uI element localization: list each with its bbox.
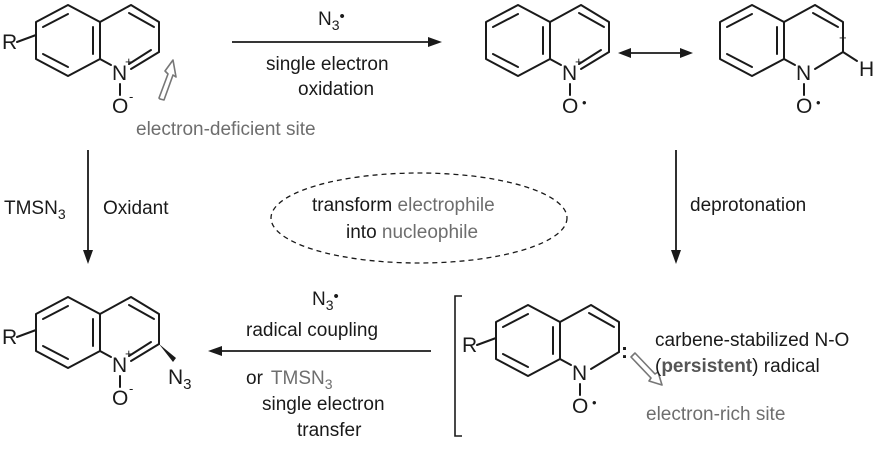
oxygen-atom: O [112,95,128,118]
azide-product: R N + O - N3 [2,296,192,410]
radical-dot: • [816,95,821,110]
substituent-r: R [2,326,17,349]
direct-azidation-arrow [83,150,93,264]
electron-rich-site-label: electron-rich site [646,404,785,425]
nitrogen-atom: N [796,62,811,85]
hydrogen-atom: H [859,58,874,81]
start-quinoline-n-oxide: R N + O - [2,4,160,118]
deprotonation-arrow [671,150,681,264]
azide-group: N3 [168,366,192,393]
electron-deficient-site-label: electron-deficient site [136,119,316,140]
substituent-r: R [462,334,477,357]
tmsn3-reagent: TMSN3 [4,198,66,222]
nitrogen-atom: N [572,362,587,385]
radical-dot: • [582,95,587,110]
nitrogen-atom: N [112,354,127,377]
oxygen-atom: O [112,387,128,410]
n3-radical-reagent: N3• [318,8,345,33]
substituent-r: R [2,31,17,54]
plus-charge: + [575,54,583,69]
radical-cation-nitroxide: N + O • [485,4,610,118]
oxidation-arrow [232,37,442,47]
oxygen-atom: O [572,395,588,418]
carbene-nitroxide-radical: R N O • : [462,304,628,418]
carbene-lone-pair: : [621,340,628,363]
n3-radical-reagent: N3• [312,288,339,313]
nitrogen-atom: N [112,62,127,85]
resonance-form: N + H O • [719,4,874,118]
concept-ellipse [270,172,568,264]
radical-description-line1: carbene-stabilized N-O [655,330,849,351]
minus-charge: - [129,381,133,396]
plus-charge: + [125,54,133,69]
rich-site-arrow [630,352,663,386]
oxidant-label: Oxidant [103,198,169,219]
set-label-line1: single electron [262,394,385,415]
coupling-label: radical coupling [246,320,378,341]
radical-dot: • [592,395,597,410]
radical-description-line2: (persistent) radical [655,356,820,377]
concept-line1: transform electrophile [312,195,495,216]
nitrogen-atom: N [562,62,577,85]
plus-charge: + [125,346,133,361]
intermediate-bracket [454,295,462,437]
resonance-arrow [618,48,693,58]
oxygen-atom: O [796,95,812,118]
oxidation-label-line1: single electron [266,54,389,75]
minus-charge: - [129,89,133,104]
deprotonation-label: deprotonation [690,195,806,216]
plus-charge: + [839,30,847,45]
concept-line2: into nucleophile [346,222,478,243]
oxidation-label-line2: oxidation [298,79,374,100]
deficient-site-arrow [158,59,177,101]
set-label-line2: transfer [297,420,362,441]
coupling-arrow [208,346,431,356]
oxygen-atom: O [562,95,578,118]
